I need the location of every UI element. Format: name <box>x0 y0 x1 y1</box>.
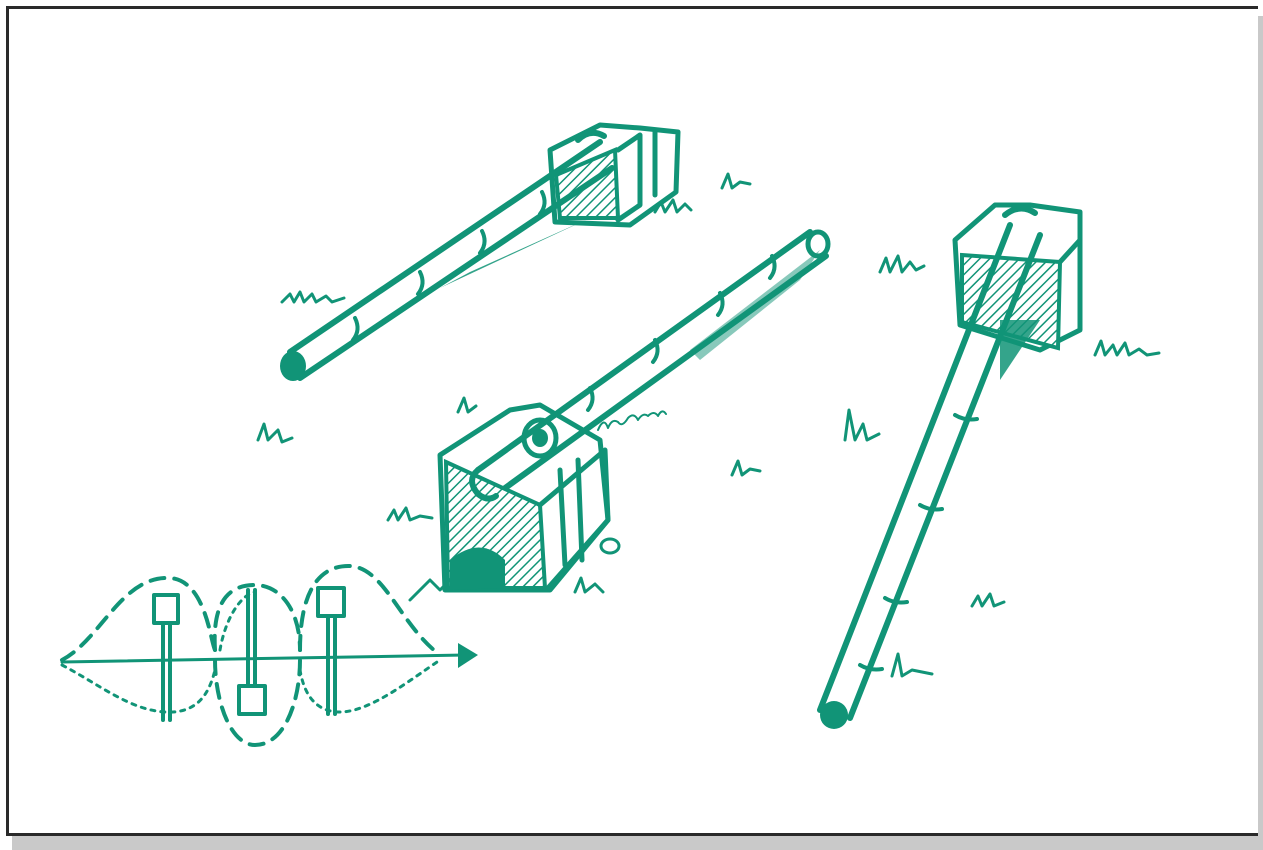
barrier-right <box>817 202 1083 729</box>
barrier-middle <box>437 229 831 593</box>
grass-tufts <box>256 172 1161 678</box>
artist-signature <box>597 410 667 431</box>
picture-frame <box>6 6 1258 836</box>
anchor-block <box>547 122 681 228</box>
diffusion-pattern <box>60 563 478 747</box>
log <box>817 222 1043 729</box>
log <box>475 229 831 499</box>
pebble <box>599 537 621 555</box>
log <box>280 139 615 381</box>
barrier-upper-left <box>280 122 681 381</box>
anchor-block <box>437 402 611 593</box>
